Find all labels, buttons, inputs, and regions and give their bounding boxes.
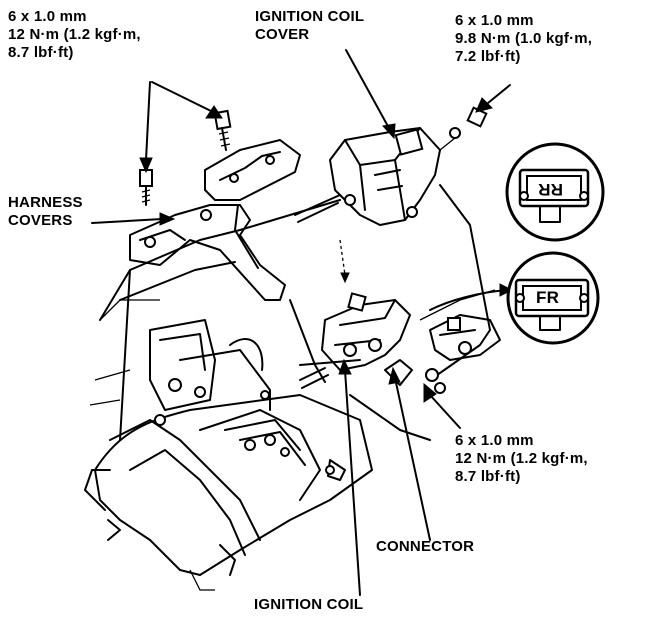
bolt-spec-top-right: 6 x 1.0 mm 9.8 N·m (1.0 kgf·m, 7.2 lbf·f…: [455, 12, 593, 65]
bolt-icon: [449, 106, 488, 139]
coil-cover-icon: [294, 127, 456, 226]
ignition-coil-icon: [299, 292, 501, 389]
inset-rear-label: RR: [538, 180, 563, 199]
inset-rear-view: [505, 142, 605, 242]
ignition-coil-cover-label: IGNITION COIL COVER: [255, 8, 365, 43]
bolt-icon: [139, 109, 232, 206]
connector-icon: [325, 359, 446, 475]
ignition-coil-label: IGNITION COIL: [254, 596, 364, 613]
leader-lines: [91, 49, 514, 596]
harness-covers-label: HARNESS COVERS: [8, 194, 83, 229]
inset-front-view: [506, 251, 600, 345]
inset-front-label: FR: [536, 288, 560, 307]
bolt-spec-top-left: 6 x 1.0 mm 12 N·m (1.2 kgf·m, 8.7 lbf·ft…: [8, 8, 141, 61]
bolt-spec-right: 6 x 1.0 mm 12 N·m (1.2 kgf·m, 8.7 lbf·ft…: [455, 432, 588, 485]
harness-cover-icon: [129, 139, 301, 301]
engine-manifold-icon: [84, 299, 373, 591]
connector-label: CONNECTOR: [376, 538, 475, 555]
